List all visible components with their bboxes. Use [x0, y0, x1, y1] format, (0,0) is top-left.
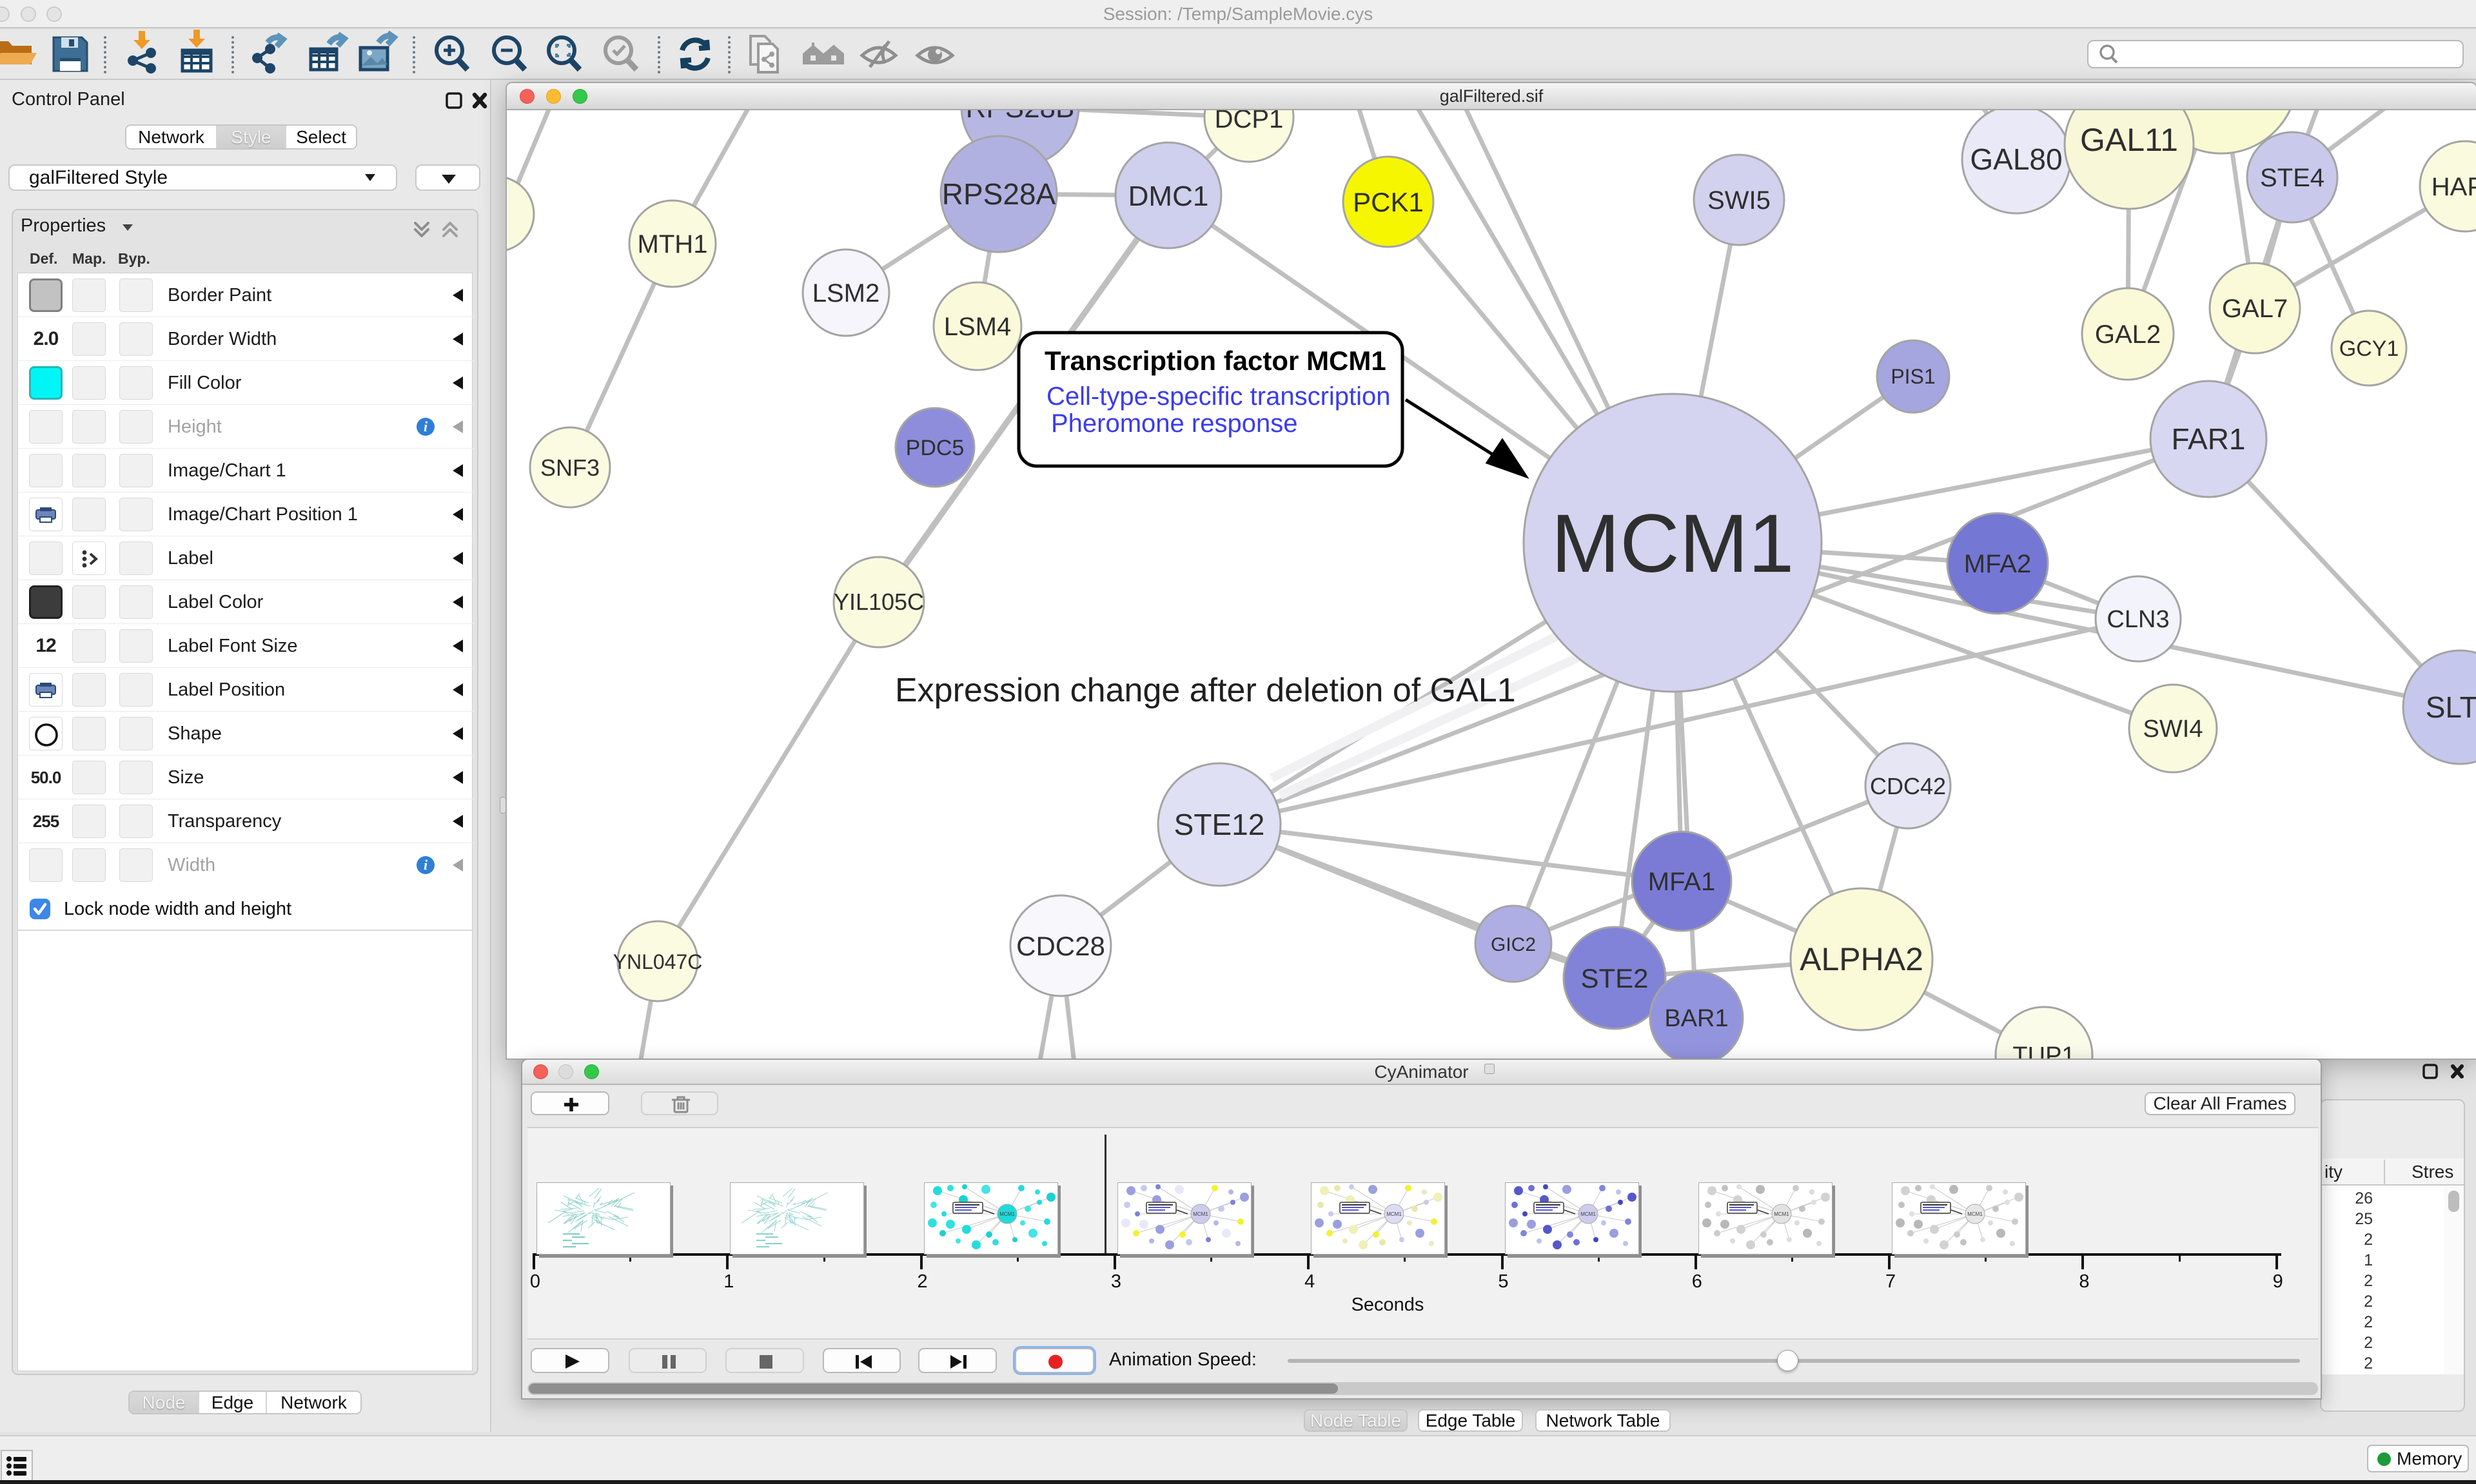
- svg-text:SLT2: SLT2: [2426, 690, 2476, 724]
- svg-text:Transcription factor MCM1: Transcription factor MCM1: [1045, 346, 1386, 376]
- svg-text:MCM1: MCM1: [1386, 1211, 1402, 1217]
- svg-text:SNF3: SNF3: [540, 454, 600, 481]
- svg-text:MCM1: MCM1: [1967, 1211, 1983, 1217]
- svg-text:SWI4: SWI4: [2143, 716, 2203, 743]
- svg-text:MCM1: MCM1: [1774, 1211, 1789, 1217]
- svg-text:STE4: STE4: [2260, 164, 2324, 192]
- svg-text:YNL047C: YNL047C: [613, 950, 703, 973]
- svg-text:RPS28A: RPS28A: [942, 177, 1056, 211]
- svg-text:YIL105C: YIL105C: [834, 589, 924, 615]
- svg-text:GAL80: GAL80: [1970, 142, 2062, 176]
- svg-text:RPS28B: RPS28B: [966, 110, 1075, 124]
- svg-text:PIS1: PIS1: [1891, 365, 1935, 388]
- svg-text:TUP1: TUP1: [2012, 1042, 2075, 1059]
- svg-text:Cell-type-specific transcripti: Cell-type-specific transcription: [1046, 382, 1391, 411]
- svg-text:STE12: STE12: [1174, 808, 1265, 841]
- svg-text:SWI5: SWI5: [1707, 186, 1771, 215]
- svg-text:GCY1: GCY1: [2339, 337, 2399, 361]
- svg-text:DCP1: DCP1: [1215, 110, 1284, 133]
- svg-text:GAL11: GAL11: [2080, 122, 2178, 158]
- svg-text:MFA2: MFA2: [1964, 550, 2031, 578]
- svg-text:DMC1: DMC1: [1128, 181, 1209, 212]
- svg-text:MCM1: MCM1: [999, 1211, 1015, 1217]
- svg-text:GIC2: GIC2: [1491, 934, 1536, 955]
- svg-text:PDC5: PDC5: [906, 436, 965, 460]
- svg-text:LSM2: LSM2: [812, 279, 880, 308]
- svg-text:GAL2: GAL2: [2095, 320, 2161, 349]
- svg-text:GAL7: GAL7: [2222, 295, 2288, 323]
- svg-text:CDC28: CDC28: [1016, 931, 1105, 961]
- svg-text:FAR1: FAR1: [2171, 422, 2245, 456]
- svg-text:CLN3: CLN3: [2107, 606, 2169, 633]
- svg-text:Pheromone response: Pheromone response: [1051, 409, 1297, 438]
- svg-text:CDC42: CDC42: [1870, 773, 1946, 799]
- svg-text:PCK1: PCK1: [1353, 187, 1424, 217]
- svg-text:LSM4: LSM4: [944, 313, 1012, 341]
- svg-text:MFA1: MFA1: [1648, 868, 1715, 896]
- svg-text:MCM1: MCM1: [1580, 1211, 1596, 1217]
- svg-text:ALPHA2: ALPHA2: [1800, 941, 1923, 977]
- svg-text:HAP2: HAP2: [2432, 173, 2476, 201]
- svg-text:MCM1: MCM1: [1551, 498, 1794, 590]
- svg-text:MTH1: MTH1: [638, 230, 708, 259]
- svg-text:BAR1: BAR1: [1664, 1005, 1728, 1032]
- svg-text:Expression change after deleti: Expression change after deletion of GAL1: [895, 672, 1516, 709]
- svg-text:STE2: STE2: [1580, 963, 1648, 993]
- svg-text:MCM1: MCM1: [1193, 1211, 1208, 1217]
